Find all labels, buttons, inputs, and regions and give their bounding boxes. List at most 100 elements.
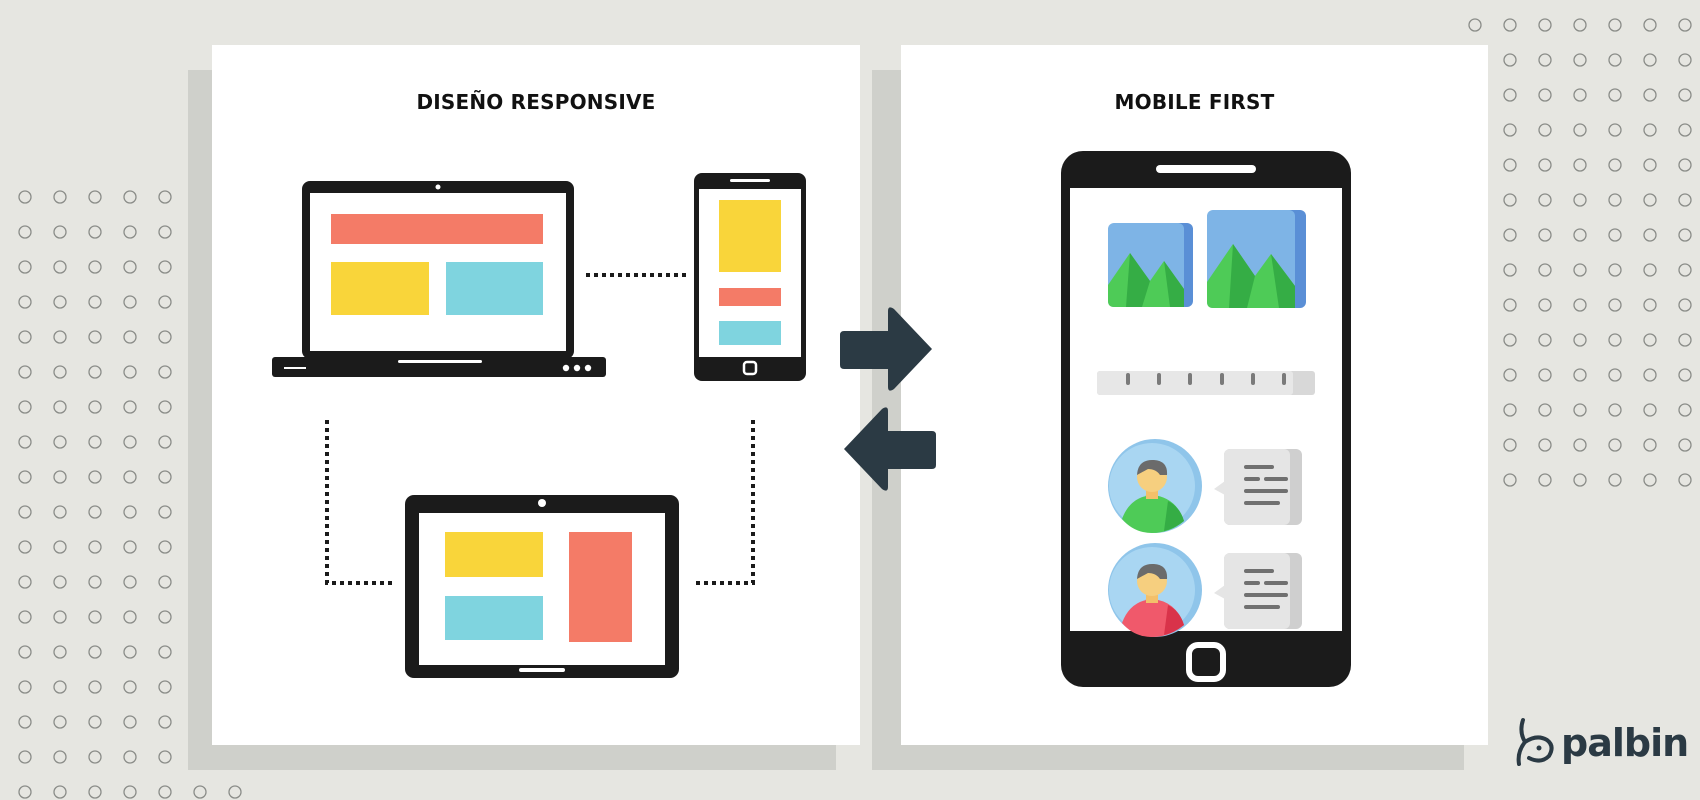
- decorative-dot: [123, 260, 137, 274]
- decorative-dot: [18, 505, 32, 519]
- decorative-dot: [18, 715, 32, 729]
- decorative-dot: [18, 645, 32, 659]
- decorative-dot: [158, 645, 172, 659]
- decorative-dot: [1643, 473, 1657, 487]
- decorative-dot: [1678, 263, 1692, 277]
- user-avatar-icon: [1108, 543, 1202, 637]
- decorative-dot: [1643, 403, 1657, 417]
- decorative-dot: [1678, 403, 1692, 417]
- decorative-dot: [1573, 228, 1587, 242]
- decorative-dot: [158, 435, 172, 449]
- decorative-dot: [1678, 123, 1692, 137]
- decorative-dot: [1503, 53, 1517, 67]
- decorative-dot: [1573, 368, 1587, 382]
- decorative-dot: [88, 435, 102, 449]
- dot-pattern-left: [18, 190, 242, 799]
- decorative-dot: [53, 610, 67, 624]
- decorative-dot: [1678, 228, 1692, 242]
- decorative-dot: [1503, 18, 1517, 32]
- decorative-dot: [123, 645, 137, 659]
- decorative-dot: [1643, 298, 1657, 312]
- decorative-dot: [18, 470, 32, 484]
- decorative-dot: [1503, 228, 1517, 242]
- decorative-dot: [53, 715, 67, 729]
- decorative-dot: [1503, 473, 1517, 487]
- decorative-dot: [123, 330, 137, 344]
- decorative-dot: [1643, 53, 1657, 67]
- decorative-dot: [123, 715, 137, 729]
- decorative-dot: [1643, 263, 1657, 277]
- dot-pattern-right: [1468, 18, 1692, 487]
- decorative-dot: [1538, 158, 1552, 172]
- decorative-dot: [53, 470, 67, 484]
- decorative-dot: [1538, 18, 1552, 32]
- decorative-dot: [1678, 473, 1692, 487]
- decorative-dot: [1573, 473, 1587, 487]
- decorative-dot: [53, 540, 67, 554]
- decorative-dot: [1573, 403, 1587, 417]
- decorative-dot: [53, 400, 67, 414]
- decorative-dot: [1643, 228, 1657, 242]
- decorative-dot: [228, 785, 242, 799]
- image-thumbnail-icon: [1108, 223, 1193, 307]
- decorative-dot: [1538, 228, 1552, 242]
- tablet-icon: [405, 495, 679, 678]
- decorative-dot: [123, 540, 137, 554]
- decorative-dot: [1538, 473, 1552, 487]
- decorative-dot: [18, 190, 32, 204]
- decorative-dot: [1643, 368, 1657, 382]
- decorative-dot: [123, 190, 137, 204]
- decorative-dot: [1538, 368, 1552, 382]
- decorative-dot: [18, 750, 32, 764]
- decorative-dot: [1573, 158, 1587, 172]
- decorative-dot: [1538, 333, 1552, 347]
- decorative-dot: [1503, 88, 1517, 102]
- decorative-dot: [53, 645, 67, 659]
- decorative-dot: [88, 505, 102, 519]
- laptop-icon: [272, 181, 606, 377]
- decorative-dot: [1643, 18, 1657, 32]
- decorative-dot: [123, 470, 137, 484]
- user-avatar-icon: [1108, 439, 1202, 533]
- decorative-dot: [88, 645, 102, 659]
- decorative-dot: [158, 785, 172, 799]
- decorative-dot: [53, 260, 67, 274]
- decorative-dot: [1608, 298, 1622, 312]
- decorative-dot: [88, 190, 102, 204]
- decorative-dot: [88, 470, 102, 484]
- decorative-dot: [123, 680, 137, 694]
- decorative-dot: [1573, 18, 1587, 32]
- decorative-dot: [53, 680, 67, 694]
- decorative-dot: [88, 680, 102, 694]
- decorative-dot: [1573, 298, 1587, 312]
- decorative-dot: [18, 610, 32, 624]
- decorative-dot: [1643, 193, 1657, 207]
- decorative-dot: [18, 365, 32, 379]
- decorative-dot: [1503, 333, 1517, 347]
- decorative-dot: [1538, 403, 1552, 417]
- smartphone-icon: [694, 173, 806, 381]
- decorative-dot: [88, 225, 102, 239]
- decorative-dot: [123, 365, 137, 379]
- decorative-dot: [1678, 88, 1692, 102]
- decorative-dot: [18, 575, 32, 589]
- decorative-dot: [1678, 193, 1692, 207]
- arrow-left-icon: [844, 407, 936, 491]
- decorative-dot: [1503, 298, 1517, 312]
- decorative-dot: [1468, 18, 1482, 32]
- decorative-dot: [53, 225, 67, 239]
- decorative-dot: [18, 400, 32, 414]
- decorative-dot: [88, 785, 102, 799]
- decorative-dot: [18, 785, 32, 799]
- decorative-dot: [1573, 263, 1587, 277]
- decorative-dot: [53, 365, 67, 379]
- decorative-dot: [18, 225, 32, 239]
- decorative-dot: [123, 750, 137, 764]
- decorative-dot: [53, 575, 67, 589]
- decorative-dot: [88, 610, 102, 624]
- decorative-dot: [158, 365, 172, 379]
- decorative-dot: [1608, 403, 1622, 417]
- decorative-dot: [1678, 298, 1692, 312]
- decorative-dot: [158, 190, 172, 204]
- decorative-dot: [88, 295, 102, 309]
